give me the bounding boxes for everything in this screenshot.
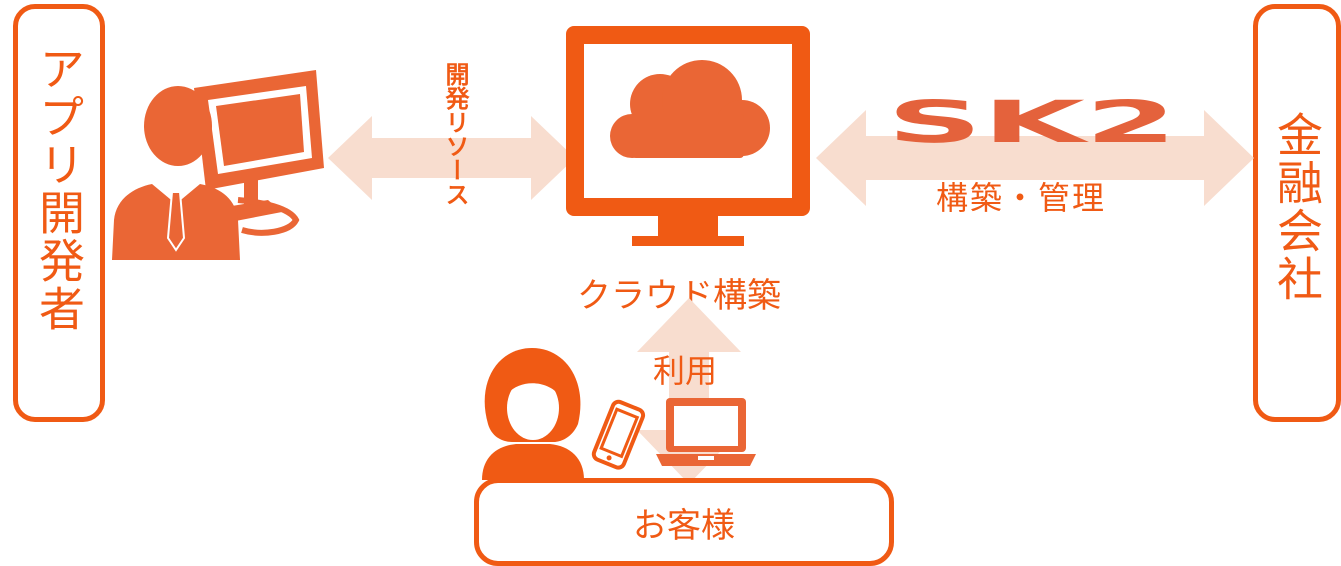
usage-label: 利用 <box>653 352 718 390</box>
smartphone-icon <box>591 399 646 470</box>
build-manage-arrow <box>816 110 1254 206</box>
financial-company-box: 金融会社 <box>1253 4 1341 422</box>
customer-icon <box>482 348 584 480</box>
build-manage-label: 構築・管理 <box>936 179 1107 217</box>
financial-company-label: 金融会社 <box>1270 111 1324 303</box>
developer-icon <box>112 70 324 260</box>
laptop-icon <box>656 398 756 466</box>
app-developer-box: アプリ開発者 <box>13 4 105 422</box>
customer-box: お客様 <box>474 478 894 566</box>
sk2-logo-text: SK2 <box>887 88 1177 156</box>
customer-label: お客様 <box>633 505 735 546</box>
dev-resource-arrow <box>328 116 575 200</box>
cloud-icon <box>610 60 770 158</box>
dev-resource-label: 開発リソース <box>441 62 469 206</box>
sk2-logo: SK2 <box>887 88 1177 156</box>
cloud-monitor-icon <box>566 26 810 246</box>
app-developer-label: アプリ開発者 <box>32 45 86 333</box>
